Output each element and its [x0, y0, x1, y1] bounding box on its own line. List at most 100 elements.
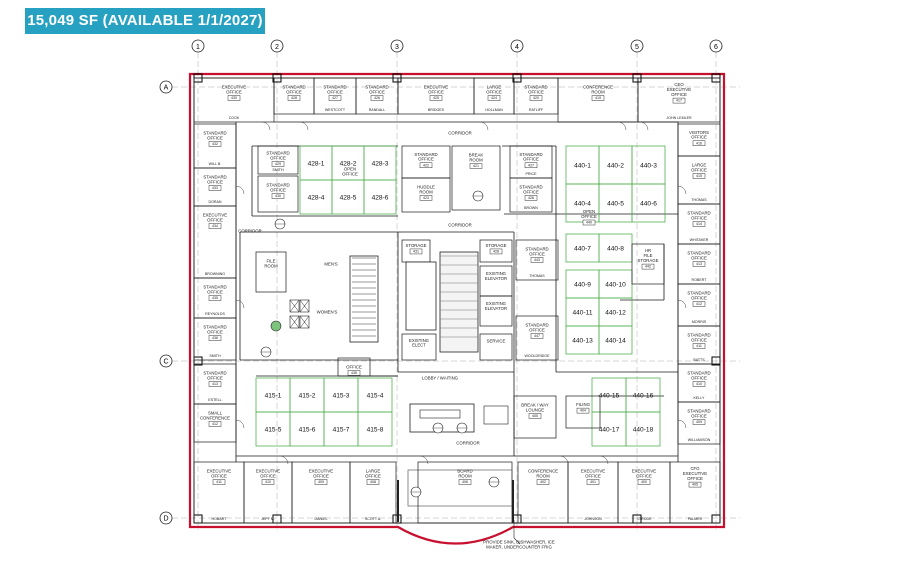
workstation-label: 440-11 [572, 309, 592, 316]
workstation-label: 415-4 [367, 392, 384, 399]
workstation-label: 428-2 [340, 160, 357, 167]
availability-badge: 15,049 SF (AVAILABLE 1/1/2027) [25, 8, 265, 34]
occupant-name: BROWN [524, 206, 538, 210]
grid-bubble [191, 39, 205, 53]
room-number: 415 [696, 174, 702, 178]
grid-col-label: 2 [275, 44, 279, 51]
occupant-name: DANIEL [315, 517, 328, 521]
workstation-label: 415-1 [265, 392, 282, 399]
workstation-label: 440-13 [572, 337, 593, 344]
occupant-name: THOMAS [691, 198, 707, 202]
occupant-name: WILLIAMSON [688, 438, 711, 442]
occupant-name: COOK [229, 116, 240, 120]
workstation-label: 415-6 [299, 426, 316, 433]
room-number: 433 [212, 186, 218, 190]
workstation-label: 440-5 [607, 200, 624, 207]
room-number: 406 [462, 480, 468, 484]
occupant-name: REYNOLDS [205, 312, 225, 316]
room-number: 426 [528, 196, 534, 200]
workstation-label: 440-2 [607, 162, 624, 169]
room-number: 428 [493, 250, 499, 254]
grid-row-label: A [164, 85, 169, 92]
room-label: CORRIDOR [448, 223, 471, 228]
workstation-label: 440-10 [605, 281, 626, 288]
occupant-name: WOOLDRIDGE [525, 354, 551, 358]
grid-col-label: 5 [635, 44, 639, 51]
workstation-label: 440-16 [633, 392, 654, 399]
grid-row-label: D [163, 516, 168, 523]
room-number: 430 [231, 96, 237, 100]
occupant-name: KELLY [694, 396, 706, 400]
workstation-label: 440-9 [574, 281, 591, 288]
room-number: 410 [265, 480, 271, 484]
room-label: LOBBY / WAITING [422, 376, 459, 381]
room-number: 409 [696, 420, 702, 424]
occupant-name: THOMAS [529, 274, 545, 278]
room-r60: CORRIDOR [238, 229, 261, 234]
grid-col-label: 3 [395, 44, 399, 51]
room-label: CORRIDOR [238, 229, 261, 234]
occupant-name: ROBERT [692, 278, 708, 282]
occupant-name: ESTELL [208, 398, 221, 402]
workstation-label: 440-18 [633, 426, 654, 433]
occupant-name: JOHNSON [584, 517, 602, 521]
occupant-name: RANDALL [369, 108, 386, 112]
room-label: SERVICE [487, 338, 506, 343]
workstation-label: 440-8 [607, 245, 624, 252]
room-r59: CORRIDOR [448, 131, 471, 136]
room-number: 417 [676, 99, 682, 103]
workstation-label: 428-4 [308, 194, 325, 201]
occupant-name: HOLLMAN [485, 108, 503, 112]
room-number: 404 [580, 409, 586, 413]
room-number: 408 [370, 480, 376, 484]
grid-col-label: 6 [714, 44, 718, 51]
grid-bubble [270, 39, 284, 53]
occupant-name: WHITAKER [690, 238, 709, 242]
occupant-name: SCOTT A. [365, 517, 381, 521]
workstation-440-14 [598, 325, 633, 355]
room-number: 435 [212, 296, 218, 300]
room-label: FILING [576, 402, 591, 407]
room-r62: CORRIDOR [456, 441, 479, 446]
room-number: 421 [473, 164, 479, 168]
